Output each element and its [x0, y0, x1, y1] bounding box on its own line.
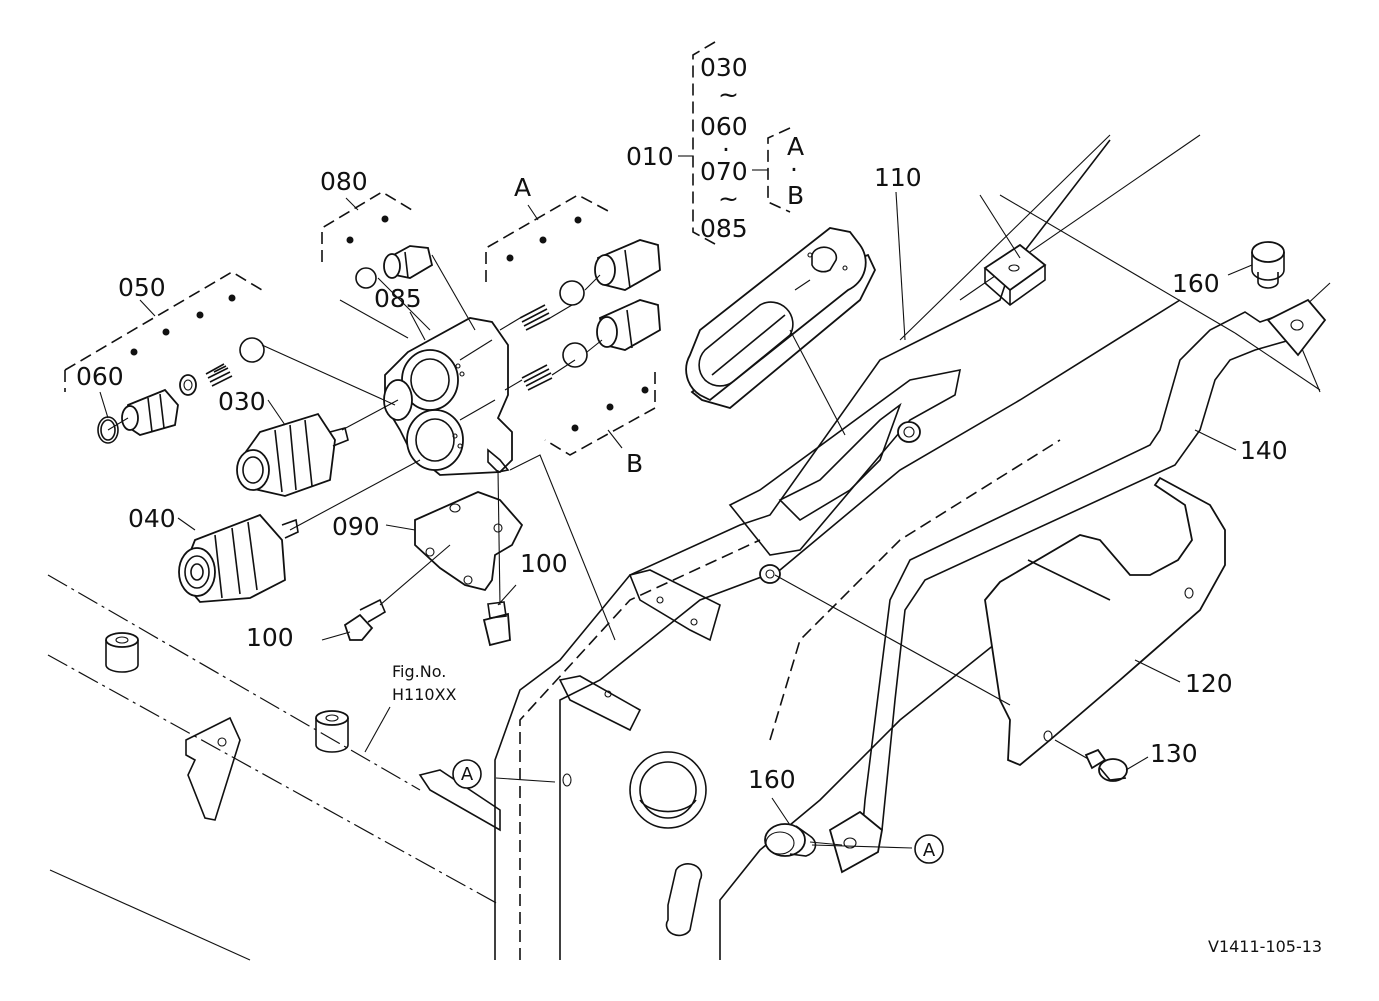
- fitting-050-spring: [205, 363, 233, 387]
- label-100-left: 100: [246, 623, 294, 652]
- label-140: 140: [1240, 436, 1288, 465]
- coupler-030: [236, 412, 349, 497]
- part-130-bolt: [1054, 739, 1128, 782]
- callout-a-right: A: [914, 834, 944, 864]
- label-leaders: [99, 191, 1253, 826]
- part-160-bolt-bottom: [764, 823, 843, 857]
- bracket-090: [414, 491, 524, 592]
- label-085: 085: [374, 284, 422, 313]
- label-040: 040: [128, 504, 176, 533]
- fig-ref-line1: Fig.No.: [392, 662, 446, 681]
- boss-left: [105, 632, 139, 673]
- square-nut: [983, 243, 1047, 307]
- group-bracket-050: [64, 271, 263, 392]
- fitting-050-nut: [179, 374, 197, 396]
- boss-center: [315, 710, 349, 753]
- bracket-sub-dot: ·: [790, 155, 798, 184]
- group-bracket-080: [321, 191, 413, 262]
- label-set-a: A: [514, 173, 531, 202]
- label-160-top: 160: [1172, 269, 1220, 298]
- bracket-item-085: 085: [700, 214, 748, 243]
- bracket-sub-a: A: [787, 132, 804, 161]
- set-dots: [130, 215, 649, 432]
- label-050: 050: [118, 273, 166, 302]
- part-110-plate: [685, 227, 876, 436]
- group-bracket-b: [544, 372, 656, 456]
- callout-a-left-text: A: [461, 764, 474, 785]
- bracket-item-tilde-2: ~: [718, 184, 739, 213]
- bracket-item-030: 030: [700, 53, 748, 82]
- bolt-100-right: [482, 601, 511, 647]
- label-080: 080: [320, 167, 368, 196]
- fitting-050-oring: [239, 337, 265, 363]
- group-bracket-010: [678, 41, 791, 245]
- callout-a-right-text: A: [923, 840, 936, 861]
- arm-boss: [897, 421, 921, 443]
- fitting-set-a: [519, 239, 661, 331]
- bracket-sub-b: B: [787, 181, 804, 210]
- label-100-right: 100: [520, 549, 568, 578]
- part-120-cover: [984, 476, 1226, 767]
- group-bracket-a: [485, 194, 611, 282]
- callout-a-left: A: [452, 759, 482, 789]
- fitting-set-b: [521, 299, 661, 391]
- fitting-080: [355, 245, 434, 289]
- label-110: 110: [874, 163, 922, 192]
- fig-ref-line2: H110XX: [392, 685, 457, 704]
- label-060: 060: [76, 362, 124, 391]
- label-090: 090: [332, 512, 380, 541]
- bolt-100-left: [343, 598, 387, 641]
- bracket-item-dot: ·: [722, 135, 730, 164]
- labels: 030 ~ 060 · 070 ~ 085 010 A · B 080 050 …: [76, 53, 1322, 956]
- part-140-bracket: [828, 298, 1327, 874]
- bracket-item-tilde-1: ~: [718, 80, 739, 109]
- arm-boss-2: [759, 564, 781, 584]
- label-set-b: B: [626, 449, 643, 478]
- leader-lines: [107, 254, 1011, 849]
- bracket-item-060: 060: [700, 112, 748, 141]
- label-160-bottom: 160: [748, 765, 796, 794]
- frame-outline: [47, 134, 1331, 961]
- label-030: 030: [218, 387, 266, 416]
- part-160-bolt-top: [1251, 241, 1285, 289]
- bracket-plate: [185, 716, 241, 821]
- drawing-code: V1411-105-13: [1208, 937, 1322, 956]
- coupler-040: [178, 513, 299, 603]
- valve-block-085: [383, 317, 513, 476]
- bracket-item-070: 070: [700, 157, 748, 186]
- fitting-050-connector: [121, 388, 179, 436]
- label-130: 130: [1150, 739, 1198, 768]
- bracket-main-010: 010: [626, 142, 674, 171]
- arm-pivot: [629, 751, 707, 829]
- loader-arm: [494, 139, 1111, 960]
- label-120: 120: [1185, 669, 1233, 698]
